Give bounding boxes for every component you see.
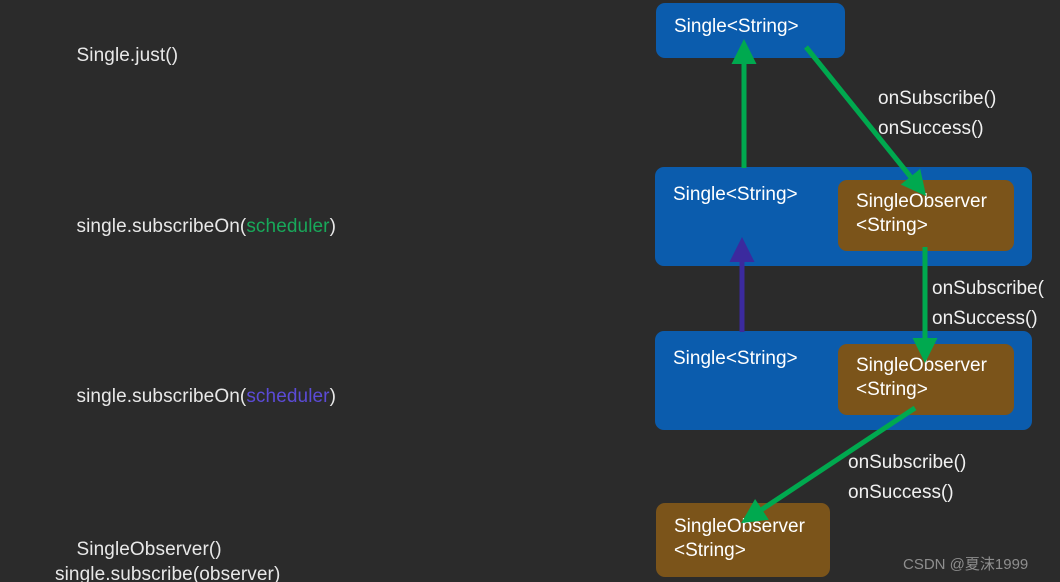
- label-subscribe-on-green: single.subscribeOn(scheduler): [55, 189, 336, 264]
- label-subscribe-on-purple: single.subscribeOn(scheduler): [55, 359, 336, 434]
- label-text: SingleObserver() single.subscribe(observ…: [55, 539, 281, 582]
- node-label: SingleObserver <String>: [674, 516, 805, 561]
- label-single-just: Single.just(): [55, 18, 179, 93]
- node-mid-observer: SingleObserver <String>: [838, 180, 1014, 251]
- annotation-middle: onSubscribe( onSuccess(): [932, 278, 1044, 329]
- label-accent-scheduler: scheduler: [246, 216, 330, 237]
- label-text: Single.just(): [76, 45, 179, 66]
- label-single-observer-subscribe: SingleObserver() single.subscribe(observ…: [55, 512, 280, 582]
- node-top-single: Single<String>: [656, 3, 845, 58]
- node-label: SingleObserver <String>: [856, 191, 987, 236]
- node-label: Single<String>: [673, 184, 798, 205]
- annotation-top: onSubscribe() onSuccess(): [878, 88, 997, 139]
- node-bottom-observer: SingleObserver <String>: [656, 503, 830, 577]
- node-label: Single<String>: [673, 348, 798, 369]
- watermark: CSDN @夏沫1999: [903, 556, 1029, 573]
- label-accent-scheduler: scheduler: [246, 386, 330, 407]
- annotation-bottom: onSubscribe() onSuccess(): [848, 452, 967, 503]
- label-suffix: ): [329, 216, 337, 237]
- node-label: SingleObserver <String>: [856, 355, 987, 400]
- node-label: Single<String>: [674, 16, 799, 37]
- label-prefix: single.subscribeOn(: [76, 216, 247, 237]
- node-low-observer: SingleObserver <String>: [838, 344, 1014, 415]
- label-suffix: ): [329, 386, 337, 407]
- label-prefix: single.subscribeOn(: [76, 386, 247, 407]
